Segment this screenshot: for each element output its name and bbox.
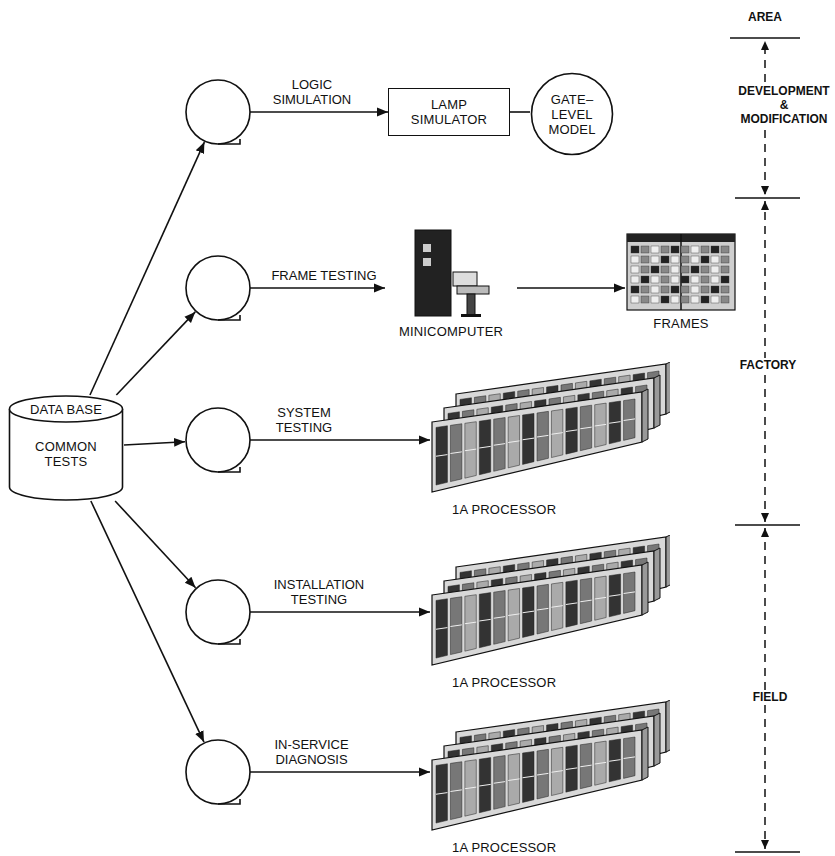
processor-figure: 1A PROCESSOR xyxy=(430,362,670,517)
edge-label: LOGIC SIMULATION xyxy=(262,77,362,107)
processor-figure: 1A PROCESSOR xyxy=(430,535,670,690)
connector-arrow xyxy=(517,287,625,289)
connector-arrow xyxy=(90,112,388,395)
node-text: 1A PROCESSOR xyxy=(430,502,670,517)
processor-illustration xyxy=(430,700,670,836)
connector-arrow xyxy=(124,440,430,445)
tape-reel xyxy=(186,408,250,472)
edge-label: INSTALLATION TESTING xyxy=(262,577,376,607)
tape-reel xyxy=(186,740,250,804)
frames-figure: FRAMES xyxy=(625,232,737,331)
edge-label: FRAME TESTING xyxy=(262,268,386,283)
frames-illustration xyxy=(625,232,737,312)
tape-reel xyxy=(186,80,250,144)
processor-illustration xyxy=(430,535,670,671)
database-cylinder: DATA BASE COMMON TESTS xyxy=(8,395,124,501)
edge-label: SYSTEM TESTING xyxy=(262,405,346,435)
node-text: 1A PROCESSOR xyxy=(430,840,670,855)
tape-reel xyxy=(186,580,250,644)
node-text: MINICOMPUTER xyxy=(385,324,517,339)
node-text: COMMON TESTS xyxy=(22,439,110,469)
node-text: FRAMES xyxy=(625,316,737,331)
minicomputer-illustration xyxy=(385,228,517,320)
connector-arrow xyxy=(115,501,430,612)
area-label: FIELD xyxy=(745,690,795,704)
node-text: 1A PROCESSOR xyxy=(430,675,670,690)
area-label: AREA xyxy=(735,10,795,24)
model-circle: GATE– LEVEL MODEL xyxy=(530,72,614,156)
processor-illustration xyxy=(430,362,670,498)
area-label: DEVELOPMENT & MODIFICATION xyxy=(737,84,831,126)
processor-figure: 1A PROCESSOR xyxy=(430,700,670,855)
edge-label: IN-SERVICE DIAGNOSIS xyxy=(262,737,361,767)
area-label: FACTORY xyxy=(733,358,803,372)
tape-reel xyxy=(186,256,250,320)
node-text: GATE– LEVEL MODEL xyxy=(544,92,600,137)
connector-arrow xyxy=(91,501,430,772)
node-text: LAMP SIMULATOR xyxy=(409,97,489,127)
connector-arrow xyxy=(116,288,385,395)
connector-arrow xyxy=(510,111,530,113)
minicomputer-figure: MINICOMPUTER xyxy=(385,228,517,339)
node-text: DATA BASE xyxy=(8,402,124,417)
simulator-box: LAMP SIMULATOR xyxy=(388,88,510,136)
